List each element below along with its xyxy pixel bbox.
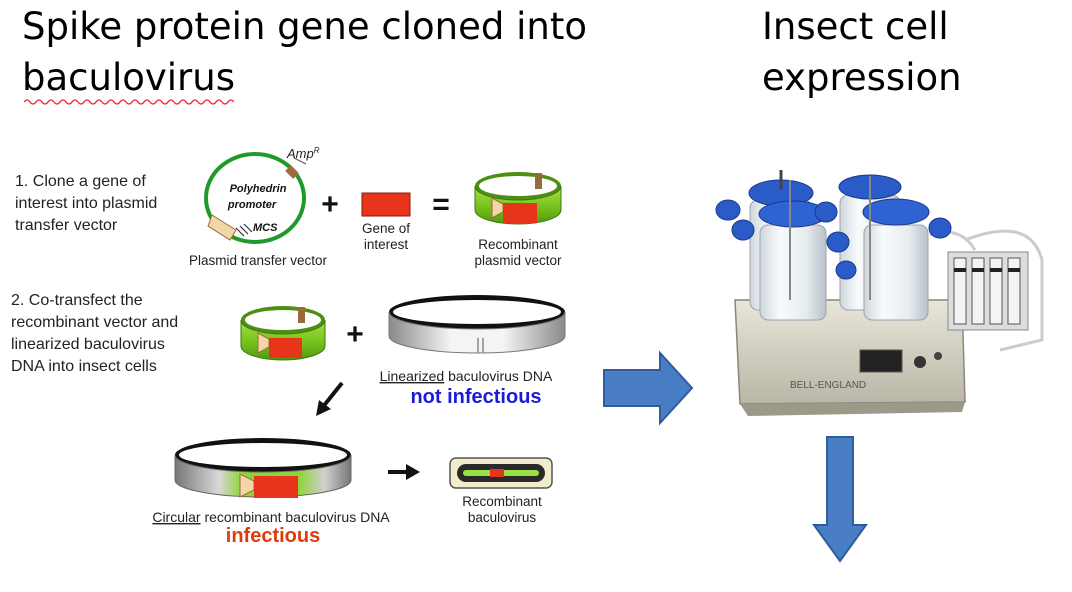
recombinant-plasmid-vector [474, 172, 562, 225]
plus-sign-1: + [321, 188, 339, 221]
not-infectious-label: not infectious [410, 386, 541, 408]
big-down-arrow-icon [812, 436, 868, 563]
recombinant-baculovirus-caption-1: Recombinant [462, 494, 542, 509]
promoter-label-2: promoter [227, 199, 277, 211]
title-line-1: Spike protein gene cloned into [22, 5, 587, 48]
title-right-line-2: expression [762, 56, 962, 99]
plasmid-transfer-vector [204, 152, 307, 244]
linearized-baculovirus-dna [388, 295, 566, 354]
gene-caption-2: interest [364, 237, 409, 252]
equals-sign: = [432, 188, 450, 221]
plasmid-caption: Plasmid transfer vector [189, 253, 328, 268]
promoter-label-1: Polyhedrin [230, 183, 287, 195]
arrow-down-left-icon [316, 400, 331, 416]
infectious-label: infectious [226, 525, 320, 547]
recombinant-vector-small [240, 306, 326, 361]
mcs-label: MCS [253, 222, 278, 234]
title-line-2: baculovirus [22, 56, 235, 99]
recombinant-plasmid-caption-1: Recombinant [478, 237, 558, 252]
bioreactor-image: BELL-ENGLAND [715, 170, 1044, 416]
plus-sign-2: + [346, 318, 364, 351]
amp-label: AmpR [286, 146, 320, 161]
linearized-caption: Linearized baculovirus DNA [380, 368, 553, 384]
gene-caption-1: Gene of [362, 221, 410, 236]
circular-recombinant-baculovirus-dna [174, 438, 352, 498]
recombinant-plasmid-caption-2: plasmid vector [474, 253, 562, 268]
step-1-text: 1. Clone a gene of interest into plasmid… [15, 173, 158, 234]
spellcheck-squiggle [24, 99, 234, 105]
bioreactor-brand-label: BELL-ENGLAND [790, 380, 866, 391]
circular-caption: Circular recombinant baculovirus DNA [152, 509, 390, 525]
arrow-right-icon [406, 464, 420, 480]
big-right-arrow-icon [603, 350, 694, 426]
step-2-text: 2. Co-transfect the recombinant vector a… [11, 292, 179, 375]
title-right-line-1: Insect cell [762, 5, 949, 48]
recombinant-baculovirus-caption-2: baculovirus [468, 510, 537, 525]
gene-of-interest-block [361, 192, 411, 217]
recombinant-baculovirus [449, 457, 553, 489]
